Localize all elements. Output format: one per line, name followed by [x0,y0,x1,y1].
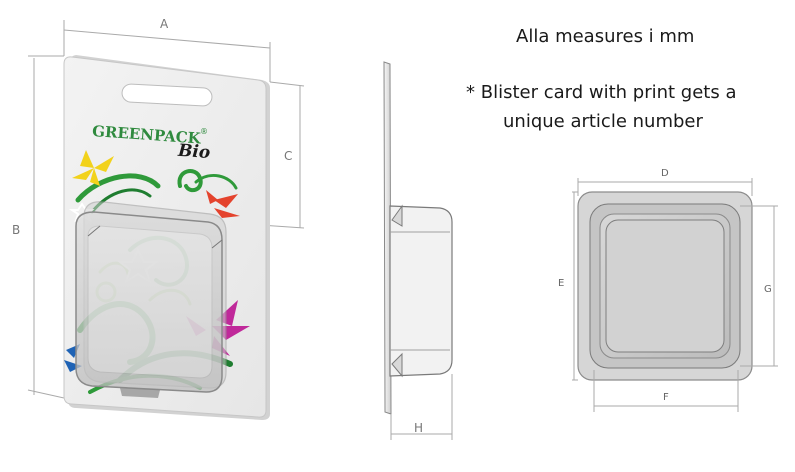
hanger-slot [121,83,213,107]
side-view: H [383,61,453,440]
dimension-h [390,374,453,440]
dimension-e [572,191,578,381]
dimension-label-c: C [284,149,292,163]
dimension-d [577,178,753,196]
dimension-label-h: H [414,421,423,435]
dimension-g [740,205,778,367]
dimension-f [593,370,739,412]
front-view: A B C GREENPACK ® Bio [12,17,305,420]
front-blister [75,201,227,398]
side-clip-bottom [391,352,403,378]
flower-yellow [72,150,114,186]
top-cavity-floor [605,219,725,353]
top-view: D E F G [558,168,778,412]
brand-logo-sub: Bio [176,141,210,163]
dimension-label-b: B [12,223,20,237]
dimension-label-d: D [661,168,669,179]
dimension-label-g: G [764,284,772,295]
article-note-line1: * Blister card with print gets a [466,82,737,103]
dimension-b [27,55,65,399]
side-blister [389,205,453,377]
article-note-line2: unique article number [503,111,703,132]
side-clip-top [391,204,403,227]
registered-mark: ® [200,127,208,136]
dimension-label-e: E [558,278,564,289]
dimension-label-a: A [160,17,169,31]
dimension-label-f: F [663,392,669,403]
units-note: Alla measures i mm [516,26,695,47]
flower-red [206,190,240,218]
dimension-a [63,20,271,82]
